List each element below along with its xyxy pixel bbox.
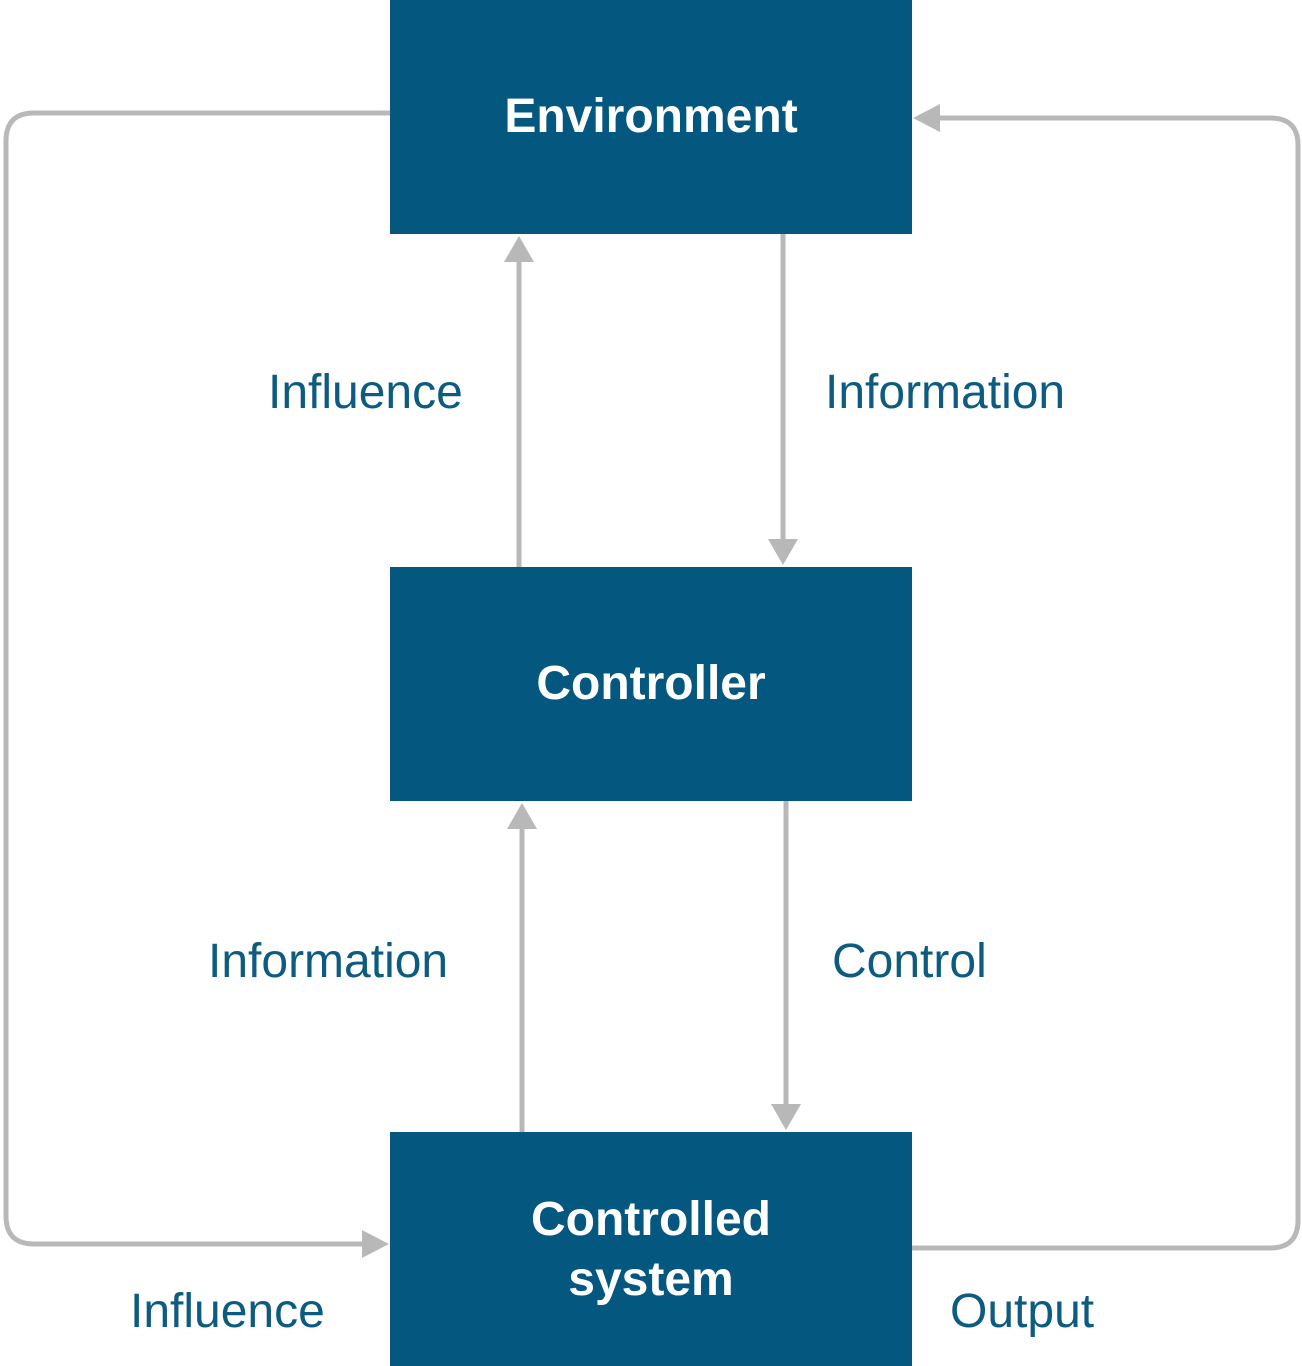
edge-environment-to-system [3,110,390,1247]
arrowhead-left-icon [913,104,940,132]
controlled-system-label-line1: Controlled [531,1193,771,1246]
controlled-system-label-line2: system [568,1253,734,1306]
controller-label: Controller [536,657,766,710]
edge-label-control: Control [832,935,987,988]
controller-node: Controller [390,567,912,801]
arrowhead-up-icon [507,803,537,829]
environment-node: Environment [390,0,912,234]
edge-label-influence-upper: Influence [268,366,463,419]
edge-label-influence-lower: Influence [130,1285,325,1338]
edge-system-to-environment [912,115,1301,1251]
edge-label-output: Output [950,1285,1095,1338]
arrowhead-right-icon [362,1230,389,1258]
arrowhead-up-icon [504,236,534,262]
arrowhead-down-icon [771,1104,801,1130]
controlled-system-label: Controlled system [531,1190,771,1310]
edge-label-information-upper: Information [825,366,1066,419]
environment-label: Environment [504,90,798,143]
edge-label-information-lower: Information [208,935,449,988]
controlled-system-node: Controlled system [390,1132,912,1366]
arrowhead-down-icon [768,539,798,565]
